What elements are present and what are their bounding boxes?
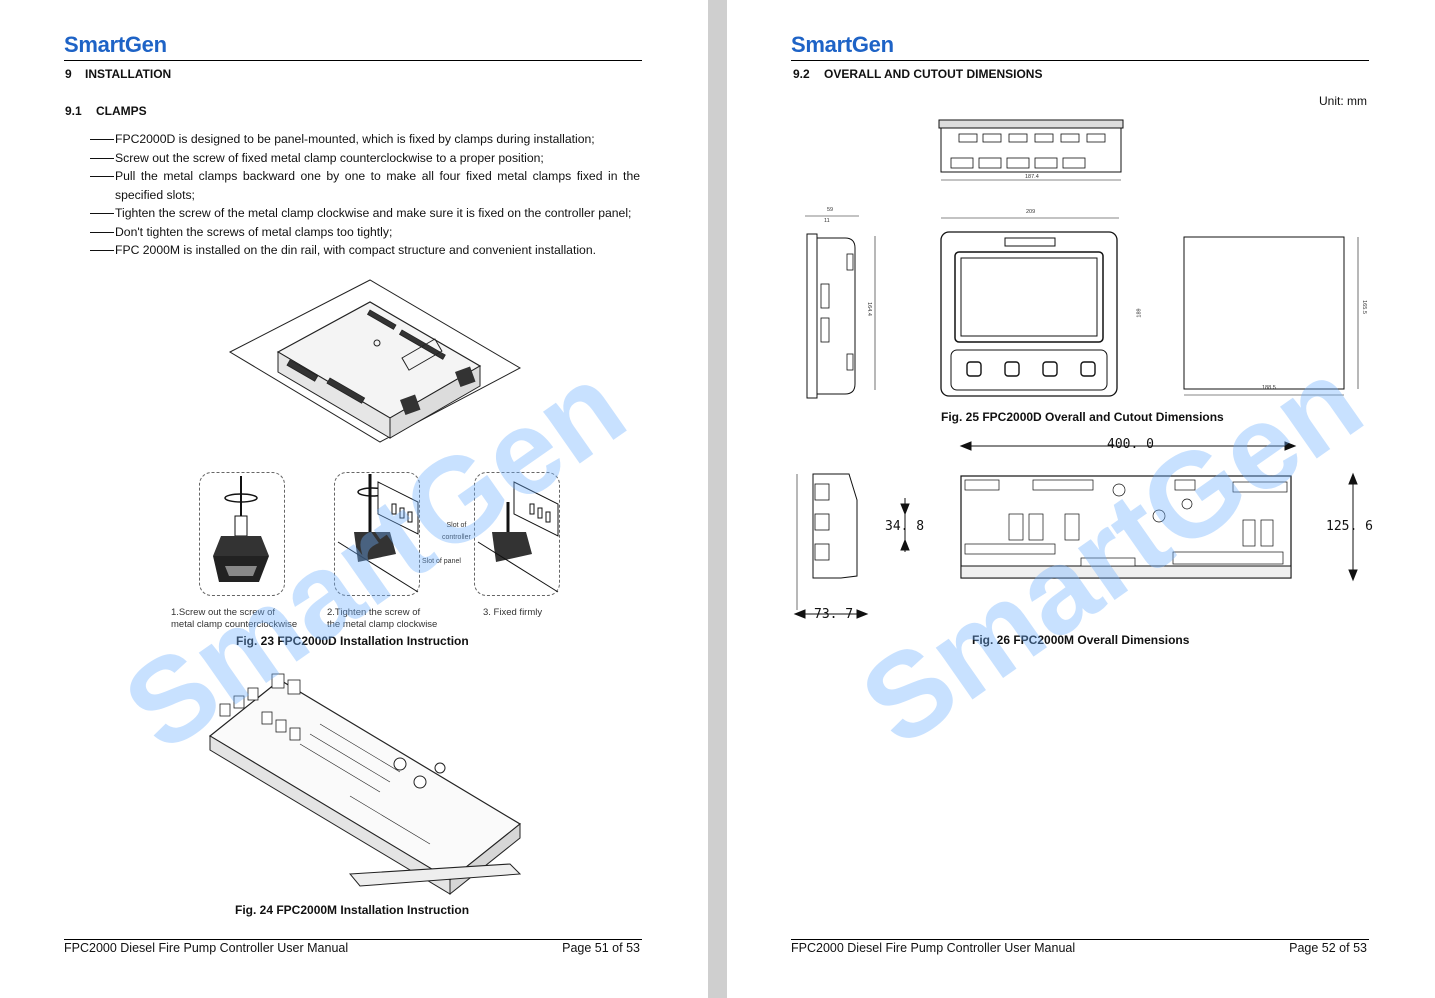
unit-label: Unit: mm <box>1319 94 1367 108</box>
dim-arrows <box>793 441 1358 619</box>
fpc2000d-top-view <box>938 119 1124 181</box>
list-item: Pull the metal clamps backward one by on… <box>90 167 640 204</box>
slot-controller-line2: controller <box>442 534 471 541</box>
fig26-caption: Fig. 26 FPC2000M Overall Dimensions <box>972 633 1190 647</box>
dim-fpc2000m-depth: 34. 8 <box>885 519 925 534</box>
step3-label: 3. Fixed firmly <box>483 607 543 618</box>
section-number: 9 <box>65 67 72 81</box>
dim-side-depth: 59 <box>827 207 834 213</box>
dim-side-depth2: 11 <box>824 218 830 224</box>
fpc2000d-front-view <box>940 217 1119 397</box>
page-gap <box>708 0 727 998</box>
footer-manual-title: FPC2000 Diesel Fire Pump Controller User… <box>791 941 1076 955</box>
footer-rule <box>64 939 642 940</box>
step1-line1: 1.Screw out the screw of <box>171 607 276 618</box>
header-rule <box>791 60 1369 61</box>
step2-line2: the metal clamp clockwise <box>327 619 438 630</box>
fpc2000d-side-view <box>805 215 876 399</box>
manual-page-52: SmartGen 9.2 OVERALL AND CUTOUT DIMENSIO… <box>727 0 1435 998</box>
fig24-caption: Fig. 24 FPC2000M Installation Instructio… <box>235 903 470 917</box>
fpc2000m-din-rail-illustration <box>208 673 522 896</box>
step1-label: 1.Screw out the screw of metal clamp cou… <box>171 607 297 631</box>
footer-page-number: Page 52 of 53 <box>1289 941 1367 955</box>
list-item: Screw out the screw of fixed metal clamp… <box>90 149 640 168</box>
manual-page-51: SmartGen 9 INSTALLATION 9.1 CLAMPS FPC20… <box>0 0 708 998</box>
dim-fpc2000m-side-depth: 73. 7 <box>814 607 854 622</box>
section-title: INSTALLATION <box>85 67 172 81</box>
section-number: 9.2 <box>793 67 810 81</box>
step1-screw-out-illustration <box>199 472 285 596</box>
dim-fpc2000m-width: 400. 0 <box>1107 437 1154 452</box>
list-item: Don't tighten the screws of metal clamps… <box>90 223 640 242</box>
slot-of-panel-label: Slot of panel <box>422 558 461 565</box>
fpc2000m-side-view <box>796 473 858 610</box>
smartgen-logo: SmartGen <box>64 32 167 57</box>
footer-page-number: Page 51 of 53 <box>562 941 640 955</box>
step2-label: 2.Tighten the screw of the metal clamp c… <box>327 607 437 631</box>
subsection-title: CLAMPS <box>96 104 147 118</box>
list-item: FPC 2000M is installed on the din rail, … <box>90 241 640 260</box>
dim-front-width: 209 <box>1026 209 1036 215</box>
step1-line2: metal clamp counterclockwise <box>171 619 298 630</box>
list-item: Tighten the screw of the metal clamp clo… <box>90 204 640 223</box>
panel-cutout-view <box>1183 236 1359 396</box>
fig23-caption: Fig. 23 FPC2000D Installation Instructio… <box>236 634 469 648</box>
footer-manual-title: FPC2000 Diesel Fire Pump Controller User… <box>64 941 349 955</box>
step3-fixed-illustration <box>474 472 560 596</box>
footer-rule <box>791 939 1369 940</box>
dim-cutout-width: 188.5 <box>1262 385 1276 391</box>
slot-of-controller-label: Slot of controller <box>442 520 471 544</box>
list-item: FPC2000D is designed to be panel-mounted… <box>90 130 640 149</box>
fpc2000d-panel-mount-illustration <box>228 279 522 443</box>
fpc2000m-front-view <box>960 475 1292 579</box>
dim-top-width: 187.4 <box>1025 174 1039 180</box>
clamp-instructions-list: FPC2000D is designed to be panel-mounted… <box>90 130 640 260</box>
section-title: OVERALL AND CUTOUT DIMENSIONS <box>824 67 1043 81</box>
smartgen-logo: SmartGen <box>791 32 894 57</box>
step2-tighten-illustration <box>334 472 420 596</box>
dim-fpc2000m-height: 125. 6 <box>1326 519 1373 534</box>
step2-line1: 2.Tighten the screw of <box>327 607 421 618</box>
subsection-number: 9.1 <box>65 104 82 118</box>
fig25-caption: Fig. 25 FPC2000D Overall and Cutout Dime… <box>941 410 1224 424</box>
slot-controller-line1: Slot of <box>446 522 467 529</box>
header-rule <box>64 60 642 61</box>
